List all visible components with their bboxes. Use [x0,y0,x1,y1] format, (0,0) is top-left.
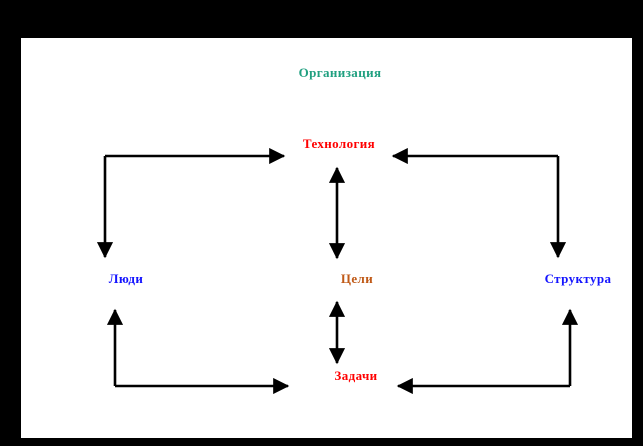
diagram-canvas: Организация Технология Люди Цели Структу… [21,38,632,438]
connector-struktura-tehnologiya [391,147,567,259]
node-struktura: Структура [544,271,612,286]
node-zadachi: Задачи [334,368,378,383]
connector-lyudi-tehnologiya [96,147,286,259]
connector-lyudi-zadachi [106,308,290,395]
node-celi: Цели [340,271,374,286]
connector-layer [96,147,579,395]
diagram-title: Организация [298,65,382,80]
node-tehnologiya: Технология [302,136,376,151]
node-lyudi: Люди [108,271,144,286]
connector-struktura-zadachi [396,308,579,395]
